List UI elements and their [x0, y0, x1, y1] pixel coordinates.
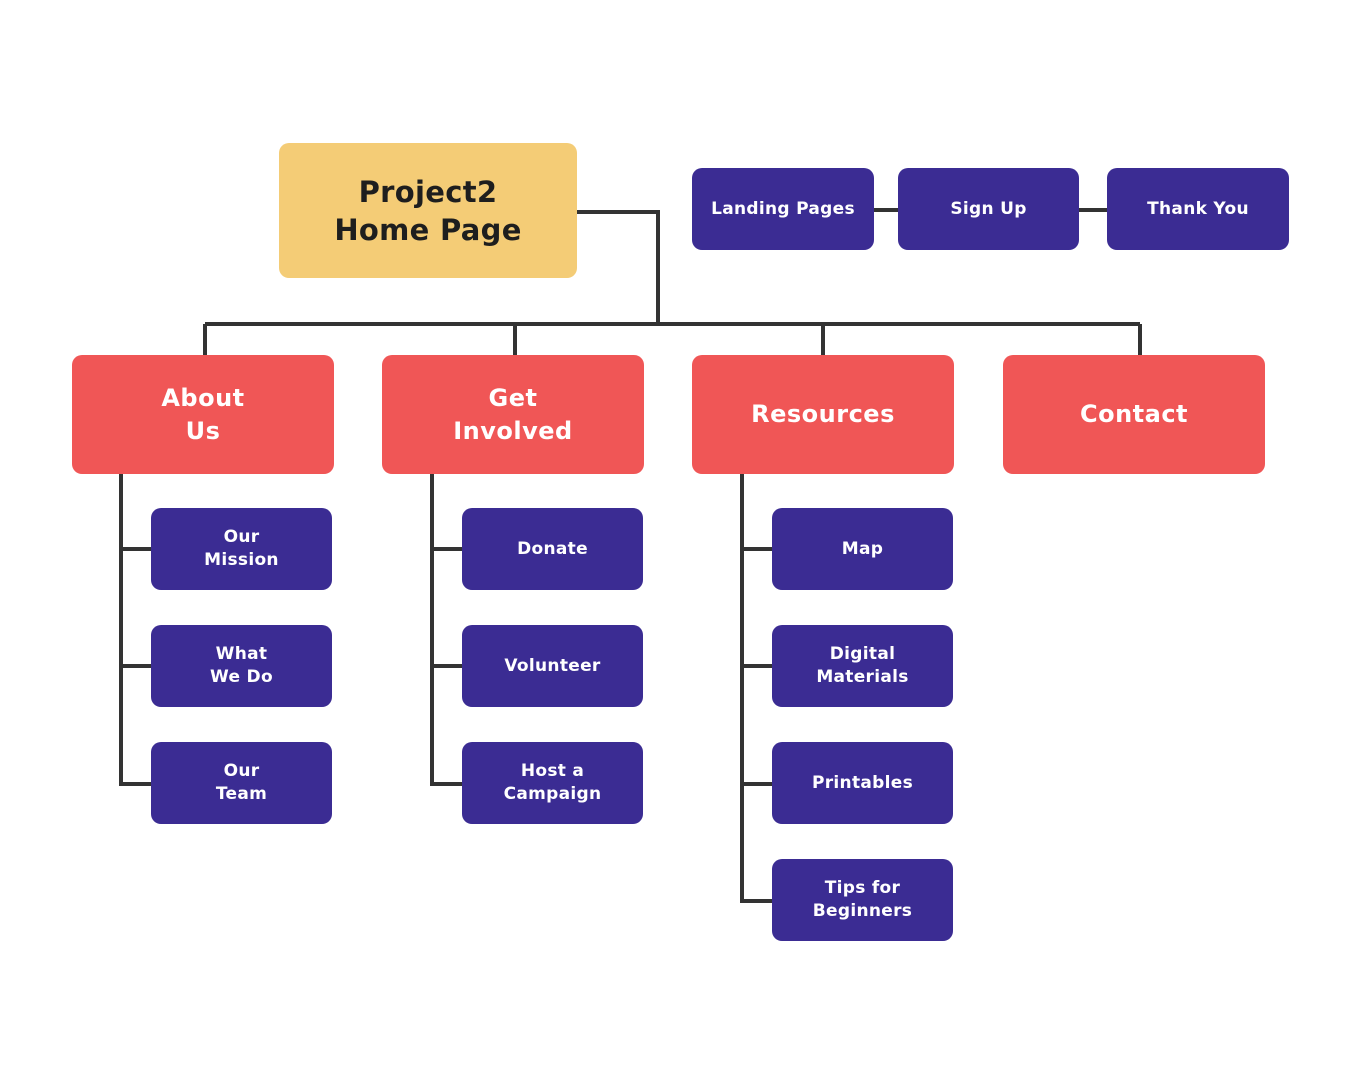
- page-printables-label: Printables: [811, 772, 913, 793]
- connector-root-to-bus: [577, 210, 660, 324]
- section-get-involved-node[interactable]: Get Involved: [382, 355, 644, 474]
- page-donate-label: Donate: [517, 538, 588, 559]
- thank-you-node[interactable]: Thank You: [1107, 168, 1289, 250]
- section-contact-node[interactable]: Contact: [1003, 355, 1265, 474]
- page-donate-node[interactable]: Donate: [462, 508, 643, 590]
- page-digital-materials-node[interactable]: Digital Materials: [772, 625, 953, 707]
- section-about-us-label: About Us: [161, 383, 245, 445]
- page-tips-for-beginners-node[interactable]: Tips for Beginners: [772, 859, 953, 941]
- sign-up-node[interactable]: Sign Up: [898, 168, 1079, 250]
- landing-pages-label: Landing Pages: [711, 198, 855, 219]
- section-resources-node[interactable]: Resources: [692, 355, 954, 474]
- root-home-page-node[interactable]: Project2 Home Page: [279, 143, 577, 278]
- page-what-we-do-label: What We Do: [210, 644, 273, 687]
- section-get-involved-label: Get Involved: [453, 383, 573, 445]
- page-host-a-campaign-node[interactable]: Host a Campaign: [462, 742, 643, 824]
- page-our-mission-node[interactable]: Our Mission: [151, 508, 332, 590]
- page-volunteer-node[interactable]: Volunteer: [462, 625, 643, 707]
- thank-you-label: Thank You: [1147, 198, 1249, 219]
- page-host-a-campaign-label: Host a Campaign: [503, 761, 602, 804]
- page-what-we-do-node[interactable]: What We Do: [151, 625, 332, 707]
- page-volunteer-label: Volunteer: [504, 655, 601, 676]
- page-map-label: Map: [841, 538, 884, 559]
- page-map-node[interactable]: Map: [772, 508, 953, 590]
- page-printables-node[interactable]: Printables: [772, 742, 953, 824]
- page-our-mission-label: Our Mission: [204, 527, 279, 570]
- section-contact-label: Contact: [1079, 400, 1189, 428]
- root-home-page-label: Project2 Home Page: [334, 174, 522, 247]
- sign-up-label: Sign Up: [950, 198, 1027, 219]
- section-about-us-node[interactable]: About Us: [72, 355, 334, 474]
- page-tips-for-beginners-label: Tips for Beginners: [812, 878, 913, 921]
- section-resources-label: Resources: [751, 400, 895, 428]
- page-our-team-node[interactable]: Our Team: [151, 742, 332, 824]
- page-digital-materials-label: Digital Materials: [816, 644, 909, 687]
- landing-pages-node[interactable]: Landing Pages: [692, 168, 874, 250]
- page-our-team-label: Our Team: [215, 761, 268, 804]
